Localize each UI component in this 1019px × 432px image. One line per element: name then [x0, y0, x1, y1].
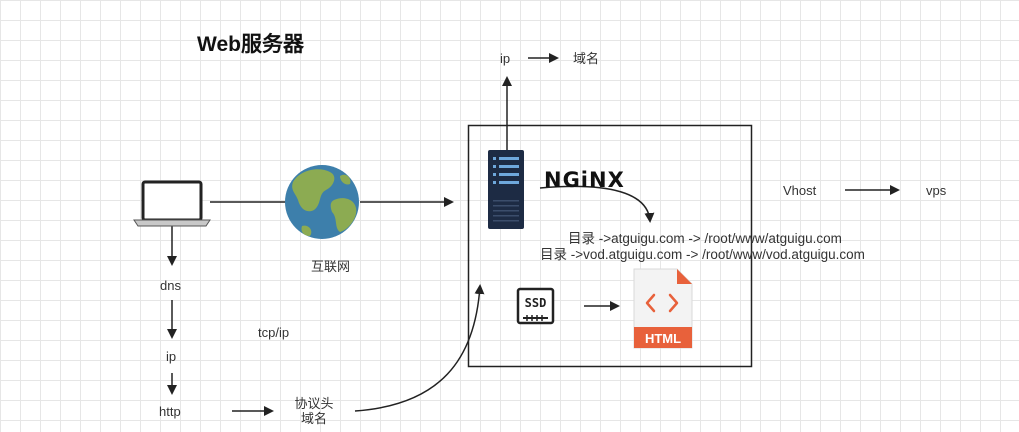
protocol-header-line2: 域名 — [300, 411, 327, 426]
nginx-logo: NGiNX — [544, 168, 625, 192]
internet-label: 互联网 — [311, 259, 351, 274]
diagram-title: Web服务器 — [197, 33, 304, 56]
domain-top-label: 域名 — [573, 51, 600, 66]
directory-rule: 目录 ->vod.atguigu.com -> /root/www/vod.at… — [540, 247, 865, 262]
dns-label: dns — [160, 278, 181, 293]
ip-top-label: ip — [500, 51, 511, 66]
nginx-to-rules-curve — [539, 185, 655, 223]
protocol-header-label: 协议头 域名 — [292, 397, 336, 425]
directory-rule: 目录 ->atguigu.com -> /root/www/atguigu.co… — [568, 231, 842, 246]
ip-left-label: ip — [166, 349, 177, 364]
http-label: http — [159, 404, 181, 419]
tcp-ip-label: tcp/ip — [258, 325, 290, 340]
html-badge-text: HTML — [645, 331, 681, 346]
header-to-server-curve — [354, 284, 485, 412]
vps-label: vps — [926, 183, 947, 198]
ssd-badge-text: SSD — [525, 296, 547, 310]
web-server-box — [467, 124, 753, 368]
vhost-label: Vhost — [783, 183, 817, 198]
protocol-header-line1: 协议头 — [294, 396, 334, 411]
